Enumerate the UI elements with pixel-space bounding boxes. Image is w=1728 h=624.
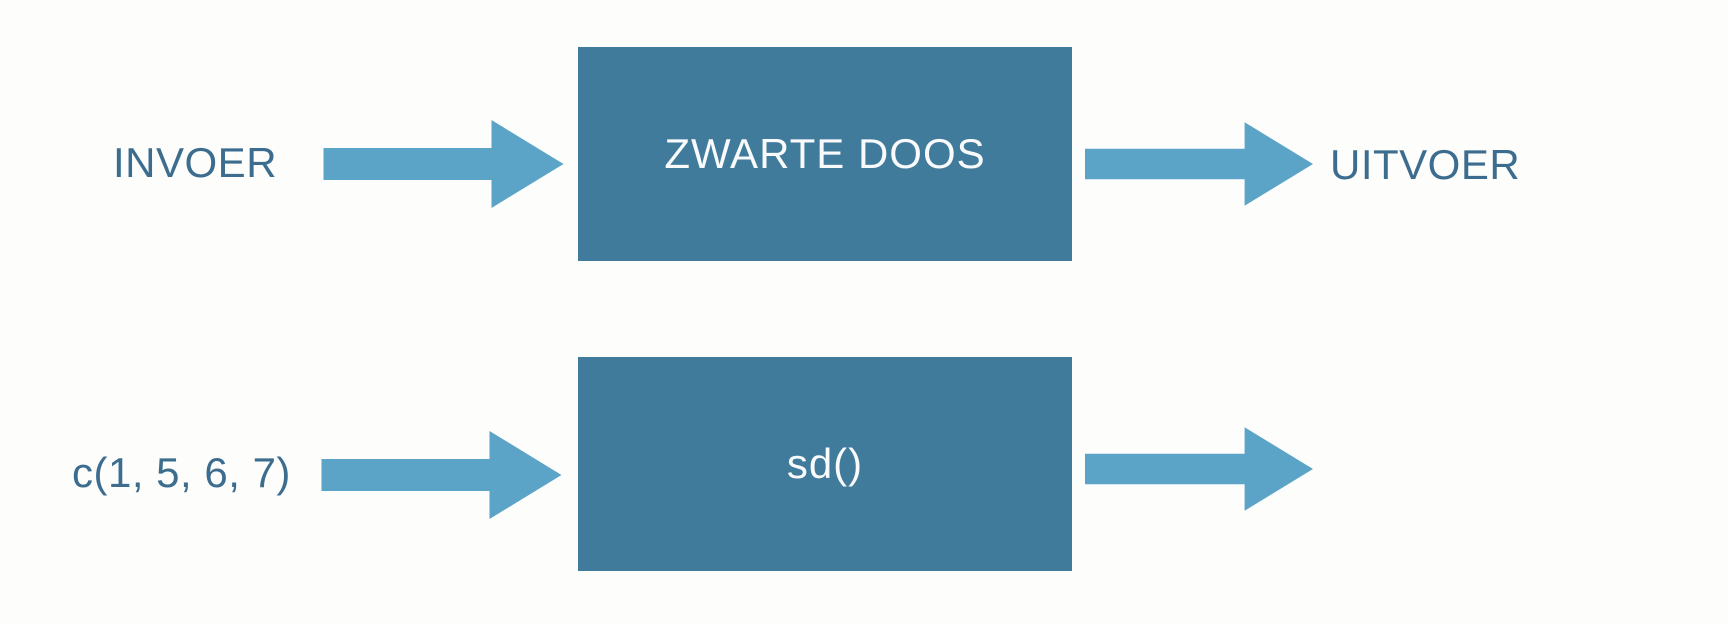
invoer-input-label: INVOER (113, 139, 278, 186)
sd-function-box-label: sd() (786, 440, 864, 487)
arrow-right-icon (1085, 122, 1313, 206)
zwarte-doos-box: ZWARTE DOOS (578, 47, 1072, 261)
arrow-right-icon (1085, 427, 1313, 511)
arrow-right-icon (323, 120, 564, 208)
arrow-right-icon (321, 431, 562, 519)
input-vector-label: c(1, 5, 6, 7) (72, 449, 291, 496)
uitvoer-output-label: UITVOER (1330, 141, 1521, 188)
sd-function-box: sd() (578, 357, 1072, 571)
zwarte-doos-box-label: ZWARTE DOOS (664, 130, 986, 177)
